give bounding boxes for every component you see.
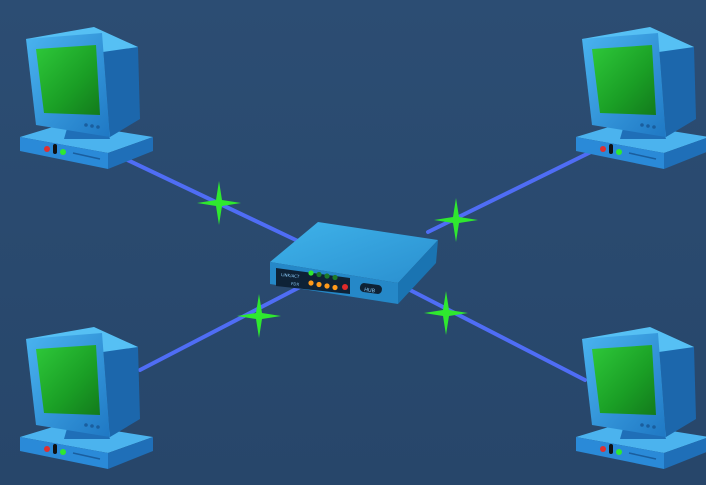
link-top-left <box>115 153 302 244</box>
computer-top-left[interactable] <box>19 26 154 170</box>
network-switch[interactable]: LINK/ACT FDX HUB <box>270 222 438 304</box>
computer-bottom-left[interactable] <box>19 326 154 470</box>
switch-logo-label: HUB <box>364 287 376 295</box>
network-links <box>115 148 597 382</box>
switch-panel-row1-label: LINK/ACT <box>281 272 300 279</box>
desktop-computer-icon <box>19 26 154 170</box>
desktop-computer-icon <box>19 326 154 470</box>
desktop-computer-icon <box>575 26 706 170</box>
computer-top-right[interactable] <box>575 26 706 170</box>
link-bottom-right <box>408 288 587 382</box>
switch-panel-row2-label: FDX <box>291 281 300 287</box>
computer-bottom-right[interactable] <box>575 326 706 470</box>
network-switch-icon <box>270 222 438 304</box>
link-bottom-left <box>138 285 302 372</box>
desktop-computer-icon <box>575 326 706 470</box>
